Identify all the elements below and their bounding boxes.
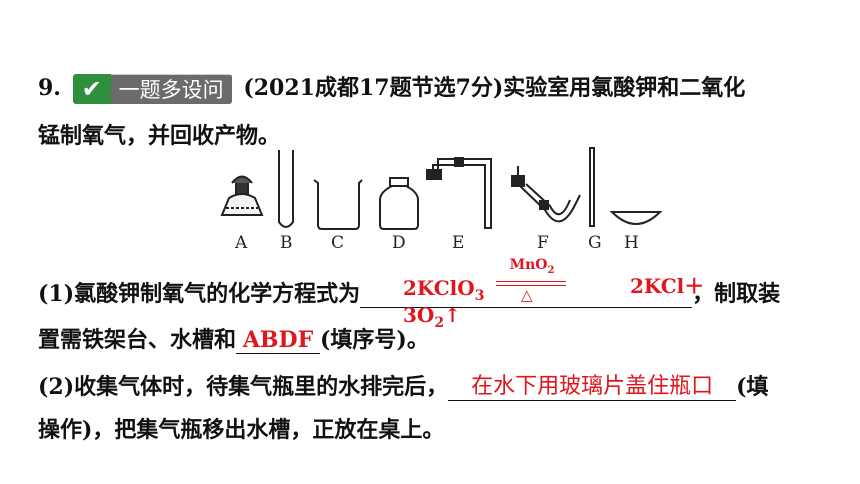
part2-suffix: (填: [736, 374, 769, 400]
check-icon: ✔: [72, 74, 111, 104]
label-a: A: [235, 233, 248, 253]
equation-product-2: 3O2↑: [403, 303, 461, 331]
part2-prefix: (2)收集气体时，待集气瓶里的水排完后，: [38, 374, 449, 400]
heating-condition: △: [521, 286, 533, 304]
equation-line-bottom: [496, 285, 566, 286]
glass-rod-icon: [589, 147, 595, 227]
one-question-many-badge: ✔一题多设问: [72, 74, 232, 104]
label-g: G: [588, 233, 602, 253]
part1-prefix: (1)氯酸钾制氧气的化学方程式为: [38, 281, 361, 307]
bent-tube-icon: [511, 166, 581, 223]
gas-bottle-icon: [379, 177, 419, 230]
equation-product-1: 2KCl＋: [630, 274, 705, 298]
equation-reactant: 2KClO3: [403, 276, 485, 304]
label-h: H: [624, 233, 639, 253]
alcohol-lamp-icon: [220, 175, 264, 216]
apparatus-answer: ABDF: [236, 327, 321, 354]
apparatus-figure: [220, 147, 663, 230]
label-f: F: [537, 233, 549, 253]
part2-line-1: (2)收集气体时，待集气瓶里的水排完后，在水下用玻璃片盖住瓶口(填: [38, 368, 769, 401]
label-e: E: [452, 233, 465, 253]
label-d: D: [392, 233, 406, 253]
part1-line-1: (1)氯酸钾制氧气的化学方程式为 ，制取装: [38, 276, 780, 308]
question-line-1: 9. ✔一题多设问 (2021成都17题节选7分)实验室用氯酸钾和二氧化: [38, 70, 745, 104]
equation-line-top: [496, 281, 566, 282]
part1-suffix: ，制取装: [692, 281, 781, 307]
part2-line-2: 操作)，把集气瓶移出水槽，正放在桌上。: [38, 417, 445, 443]
label-c: C: [331, 233, 345, 253]
question-source: (2021成都17题节选7分)实验室用氯酸钾和二氧化: [243, 75, 746, 101]
equation-catalyst: MnO2: [509, 257, 555, 276]
operation-answer: 在水下用玻璃片盖住瓶口: [448, 368, 737, 401]
evaporating-dish-icon: [609, 211, 663, 225]
label-b: B: [280, 233, 293, 253]
part1-line2-suffix: (填序号)。: [320, 327, 429, 353]
part1-line2-prefix: 置需铁架台、水槽和: [38, 327, 237, 353]
test-tube-icon: [278, 150, 294, 228]
equation-blank: [360, 281, 693, 308]
question-line-2: 锰制氧气，并回收产物。: [38, 123, 281, 149]
delivery-tube-icon: [426, 157, 492, 229]
badge-label: 一题多设问: [110, 75, 232, 104]
beaker-icon: [313, 179, 363, 230]
question-number: 9.: [38, 75, 61, 101]
